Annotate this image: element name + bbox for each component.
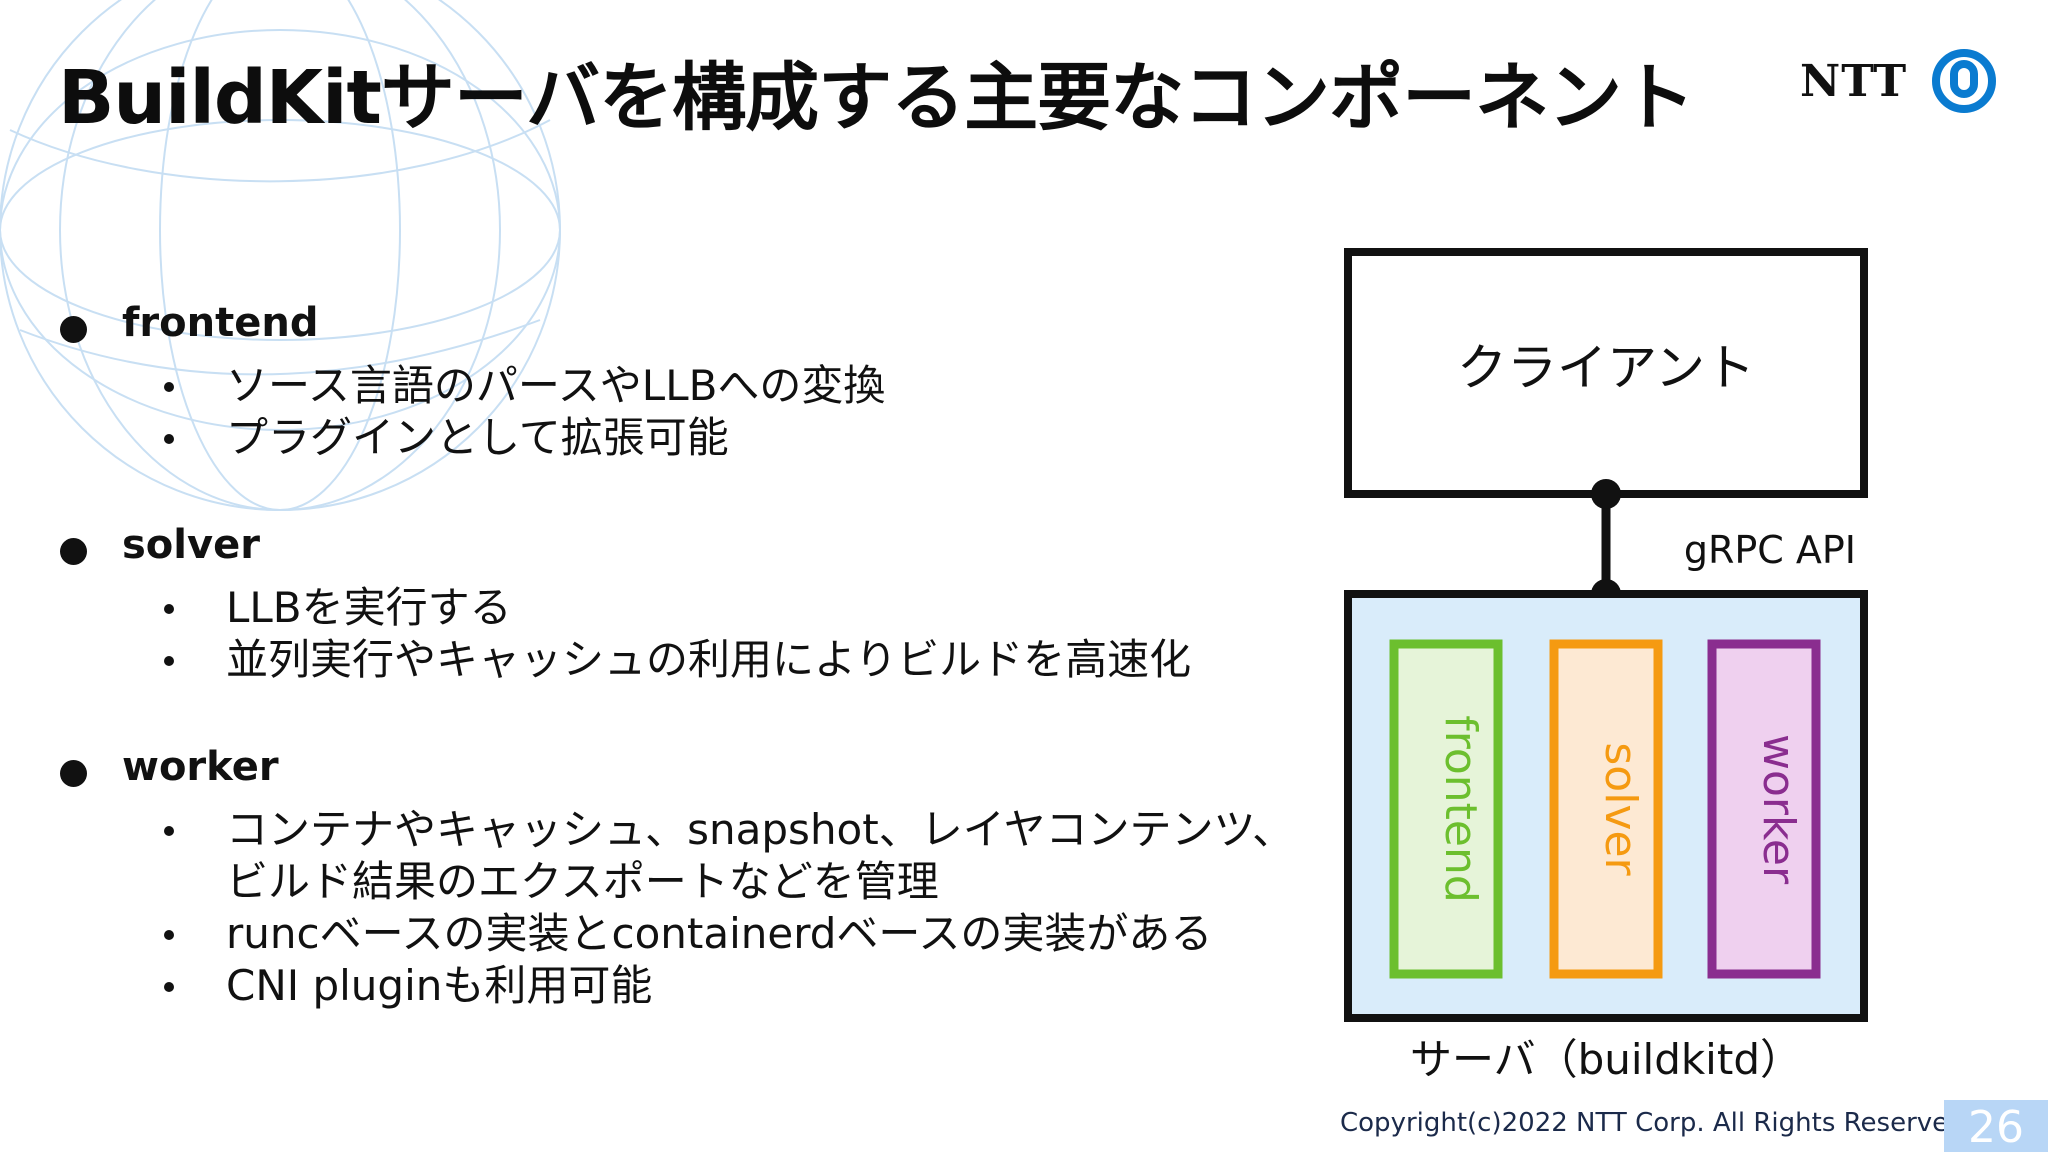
page-number: 26 [1944, 1100, 2048, 1153]
architecture-diagram: クライアント gRPC API frontend solver worker サ… [1344, 248, 1868, 1084]
section-solver: solver LLBを実行する 並列実行やキャッシュの利用によりビルドを高速化 [60, 522, 1191, 686]
section-heading: worker [122, 744, 279, 790]
client-box [1344, 248, 1868, 498]
api-label: gRPC API [1684, 528, 1856, 572]
list-item: LLBを実行する [164, 582, 1191, 634]
section-heading: frontend [122, 300, 319, 346]
list-item: runcベースの実装とcontainerdベースの実装がある [164, 908, 1294, 960]
server-label: サーバ（buildkitd） [1410, 1035, 1802, 1084]
copyright-footer: Copyright(c)2022 NTT Corp. All Rights Re… [1340, 1108, 1973, 1138]
list-item: プラグインとして拡張可能 [164, 412, 885, 464]
component-solver: solver [1549, 639, 1663, 979]
section-heading: solver [122, 522, 260, 568]
component-label: solver [1595, 742, 1646, 876]
list-item: ソース言語のパースやLLBへの変換 [164, 360, 885, 412]
section-frontend: frontend ソース言語のパースやLLBへの変換 プラグインとして拡張可能 [60, 300, 885, 464]
bullet-dot [60, 538, 87, 565]
logo-text: NTT [1800, 55, 1908, 107]
component-frontend: frontend [1389, 639, 1503, 979]
list-item: 並列実行やキャッシュの利用によりビルドを高速化 [164, 634, 1191, 686]
section-worker: worker コンテナやキャッシュ、snapshot、レイヤコンテンツ、 ビルド… [60, 744, 1294, 1012]
bullet-dot [60, 316, 87, 343]
ntt-logo-icon [1932, 49, 1997, 113]
bullet-dot [60, 760, 87, 787]
list-item: CNI pluginも利用可能 [164, 960, 1294, 1012]
component-label: frontend [1435, 715, 1486, 903]
globe-decoration [0, 0, 561, 511]
slide-title: BuildKitサーバを構成する主要なコンポーネント [58, 55, 1695, 141]
ntt-logo: NTT [1800, 48, 1997, 114]
component-label: worker [1753, 734, 1804, 885]
component-worker: worker [1707, 639, 1821, 979]
client-label: クライアント [1457, 339, 1755, 397]
list-item: コンテナやキャッシュ、snapshot、レイヤコンテンツ、 ビルド結果のエクスポ… [164, 804, 1294, 908]
connector-endpoint-top [1591, 479, 1621, 509]
